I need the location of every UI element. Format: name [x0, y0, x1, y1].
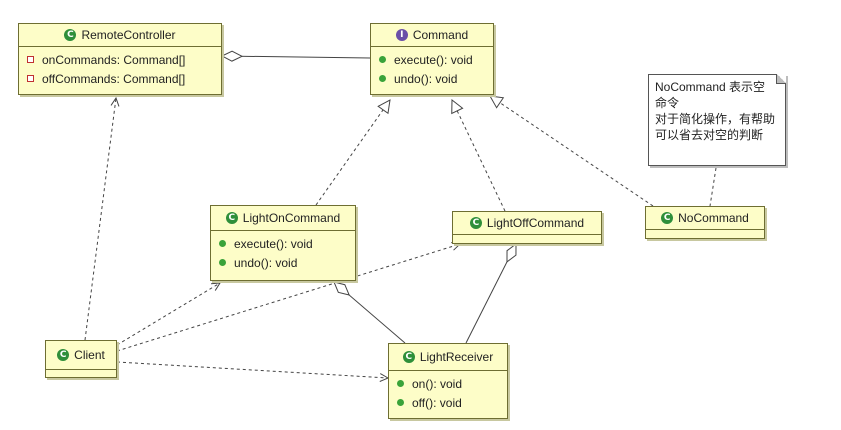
light-off-command-class[interactable]: C LightOffCommand — [452, 211, 602, 244]
light-receiver-header: C LightReceiver — [389, 344, 507, 370]
aggregation-lightoff-receiver — [465, 244, 516, 344]
method-row: execute(): void — [211, 234, 355, 253]
command-interface[interactable]: I Command execute(): void undo(): void — [370, 23, 494, 95]
command-header: I Command — [371, 24, 493, 46]
method-label: undo(): void — [394, 71, 458, 86]
class-icon: C — [402, 351, 415, 363]
no-command-class[interactable]: C NoCommand — [645, 206, 765, 239]
empty-compartment — [453, 234, 601, 245]
class-icon: C — [225, 212, 238, 224]
class-name: RemoteController — [81, 28, 176, 42]
realization-lightoff-command — [452, 100, 506, 212]
remote-controller-header: C RemoteController — [19, 24, 221, 46]
realization-nocommand-command — [490, 96, 654, 207]
field-row: offCommands: Command[] — [19, 69, 221, 88]
client-class[interactable]: C Client — [45, 340, 117, 378]
aggregation-lighton-receiver — [334, 282, 406, 344]
class-name: Command — [412, 28, 469, 42]
field-row: onCommands: Command[] — [19, 50, 221, 69]
light-on-command-class[interactable]: C LightOnCommand execute(): void undo():… — [210, 205, 356, 281]
class-name: LightOffCommand — [486, 216, 585, 230]
method-row: undo(): void — [371, 69, 493, 88]
class-icon: C — [64, 29, 77, 41]
light-receiver-class[interactable]: C LightReceiver on(): void off(): void — [388, 343, 508, 419]
nocommand-note: NoCommand 表示空 命令 对于简化操作，有帮助 可以省去对空的判断 — [648, 74, 786, 166]
private-field-icon — [27, 75, 34, 82]
public-method-icon — [219, 240, 226, 247]
class-name: LightOnCommand — [242, 211, 341, 225]
note-anchor — [709, 167, 717, 207]
light-on-command-header: C LightOnCommand — [211, 206, 355, 230]
method-label: on(): void — [412, 376, 463, 391]
note-fold-corner — [776, 74, 786, 84]
public-method-icon — [379, 56, 386, 63]
empty-compartment — [646, 229, 764, 240]
class-icon: C — [57, 349, 70, 361]
light-off-command-header: C LightOffCommand — [453, 212, 601, 234]
note-line: NoCommand 表示空 — [655, 80, 766, 94]
note-line: 可以省去对空的判断 — [655, 128, 764, 142]
class-name: Client — [74, 348, 105, 362]
public-method-icon — [219, 259, 226, 266]
method-label: execute(): void — [394, 52, 473, 67]
dependency-client-lighton — [116, 283, 220, 346]
method-label: undo(): void — [234, 255, 298, 270]
method-row: execute(): void — [371, 50, 493, 69]
public-method-icon — [397, 380, 404, 387]
method-row: off(): void — [389, 393, 507, 412]
method-row: undo(): void — [211, 253, 355, 272]
no-command-header: C NoCommand — [646, 207, 764, 229]
public-method-icon — [379, 75, 386, 82]
remote-controller-class[interactable]: C RemoteController onCommands: Command[]… — [18, 23, 222, 95]
class-icon: C — [661, 212, 674, 224]
dependency-client-receiver — [116, 361, 388, 378]
dependency-client-remote — [84, 98, 116, 341]
note-line: 命令 — [655, 96, 680, 110]
aggregation-remote-command — [222, 56, 371, 58]
method-label: execute(): void — [234, 236, 313, 251]
field-label: offCommands: Command[] — [42, 71, 186, 86]
empty-compartment — [46, 369, 116, 378]
interface-icon: I — [395, 29, 408, 41]
method-label: off(): void — [412, 395, 462, 410]
realization-lighton-command — [315, 100, 390, 206]
field-label: onCommands: Command[] — [42, 52, 186, 67]
public-method-icon — [397, 399, 404, 406]
class-name: NoCommand — [678, 211, 749, 225]
note-line: 对于简化操作，有帮助 — [655, 112, 776, 126]
class-icon: C — [469, 217, 482, 229]
method-row: on(): void — [389, 374, 507, 393]
client-header: C Client — [46, 341, 116, 369]
class-name: LightReceiver — [419, 350, 494, 364]
private-field-icon — [27, 56, 34, 63]
